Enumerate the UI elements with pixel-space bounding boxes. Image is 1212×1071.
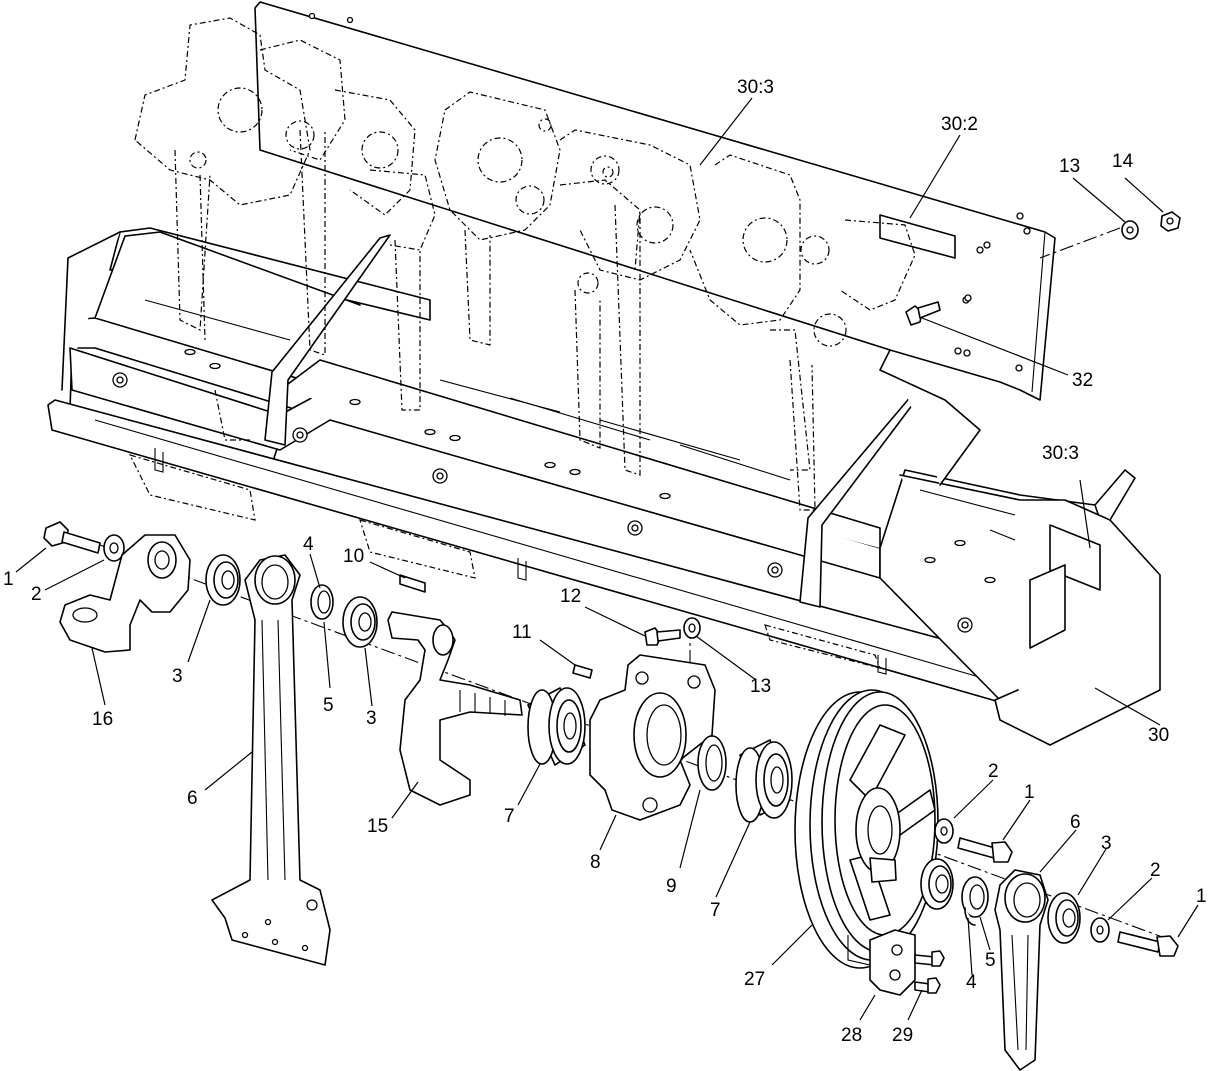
callout-30-3-top: 30:3 bbox=[737, 77, 774, 98]
callout-7-left: 7 bbox=[504, 806, 515, 827]
part-7-bearing-left bbox=[527, 687, 586, 766]
part-12-screw bbox=[644, 627, 681, 646]
back-plate bbox=[254, 1, 1056, 401]
part-3-bearing-left bbox=[205, 554, 241, 606]
part-1-bolt-left bbox=[43, 521, 101, 554]
callout-labels: 1 2 3 16 6 4 10 5 3 15 12 11 13 7 8 9 7 … bbox=[3, 77, 1207, 1046]
callout-10: 10 bbox=[343, 546, 364, 567]
callout-30: 30 bbox=[1148, 725, 1169, 746]
callout-29: 29 bbox=[892, 1025, 913, 1046]
main-frame bbox=[47, 227, 1161, 746]
callout-11: 11 bbox=[512, 622, 532, 643]
ghosted-reel-assembly bbox=[134, 17, 916, 511]
part-3-bearing-right-b bbox=[1047, 892, 1081, 944]
callout-3-mid: 3 bbox=[366, 708, 377, 729]
part-6-link-arm-left bbox=[211, 554, 331, 966]
callout-13-mid: 13 bbox=[750, 676, 771, 697]
part-2-washer-left bbox=[103, 534, 125, 562]
callout-3-left: 3 bbox=[172, 666, 183, 687]
callout-28: 28 bbox=[841, 1025, 862, 1046]
part-4-snap-ring-left bbox=[310, 584, 334, 620]
part-32-screw bbox=[905, 294, 972, 326]
callout-4-right: 4 bbox=[966, 972, 977, 993]
part-10-key bbox=[399, 574, 426, 593]
callout-15: 15 bbox=[367, 816, 388, 837]
part-1-bolt-right bbox=[1117, 931, 1179, 957]
part-2-washer-right bbox=[1090, 917, 1110, 943]
label-30-2 bbox=[879, 214, 956, 259]
part-27-pulley bbox=[794, 689, 939, 969]
part-15-crank bbox=[387, 611, 523, 806]
callout-6-right: 6 bbox=[1070, 812, 1081, 833]
callout-1-right: 1 bbox=[1196, 886, 1207, 907]
callout-30-3-right: 30:3 bbox=[1042, 443, 1079, 464]
part-2-washer-mid bbox=[934, 818, 954, 844]
callout-3-right: 3 bbox=[1101, 833, 1112, 854]
part-3-bearing-right-a bbox=[920, 858, 954, 910]
part-14-nut bbox=[1160, 211, 1181, 232]
callout-13-top: 13 bbox=[1059, 156, 1080, 177]
part-1-bolt-mid bbox=[957, 837, 1013, 863]
callout-2-left: 2 bbox=[31, 584, 42, 605]
part-3-bearing-mid bbox=[342, 596, 378, 648]
callout-2-right: 2 bbox=[1150, 860, 1161, 881]
callout-27: 27 bbox=[744, 969, 765, 990]
part-6-link-arm-right bbox=[994, 869, 1049, 1071]
part-5-snap-ring-right bbox=[961, 876, 989, 918]
part-13-washer-top bbox=[1121, 220, 1139, 240]
callout-6-left: 6 bbox=[187, 788, 198, 809]
part-16-bracket bbox=[59, 534, 191, 653]
callout-7-right: 7 bbox=[710, 900, 721, 921]
callout-1-left: 1 bbox=[3, 569, 14, 590]
part-28-clamp-block bbox=[847, 929, 916, 996]
callout-1-mid: 1 bbox=[1024, 782, 1035, 803]
callout-30-2: 30:2 bbox=[941, 114, 978, 135]
part-29-bolts bbox=[914, 950, 945, 994]
callout-2-mid: 2 bbox=[988, 761, 999, 782]
callout-9: 9 bbox=[666, 876, 677, 897]
callout-32: 32 bbox=[1072, 370, 1093, 391]
callout-5-left: 5 bbox=[323, 695, 334, 716]
part-9-spacer bbox=[697, 735, 727, 791]
part-7-bearing-right bbox=[735, 739, 793, 823]
callout-4-left: 4 bbox=[303, 534, 314, 555]
callout-5-right: 5 bbox=[985, 950, 996, 971]
callout-8: 8 bbox=[590, 852, 601, 873]
callout-12: 12 bbox=[560, 586, 581, 607]
callout-14: 14 bbox=[1112, 151, 1134, 172]
leader-lines bbox=[15, 97, 1199, 1021]
callout-16: 16 bbox=[92, 709, 113, 730]
part-11-pin bbox=[572, 664, 593, 679]
part-13-washer-small bbox=[683, 617, 701, 639]
part-8-housing bbox=[589, 654, 716, 821]
